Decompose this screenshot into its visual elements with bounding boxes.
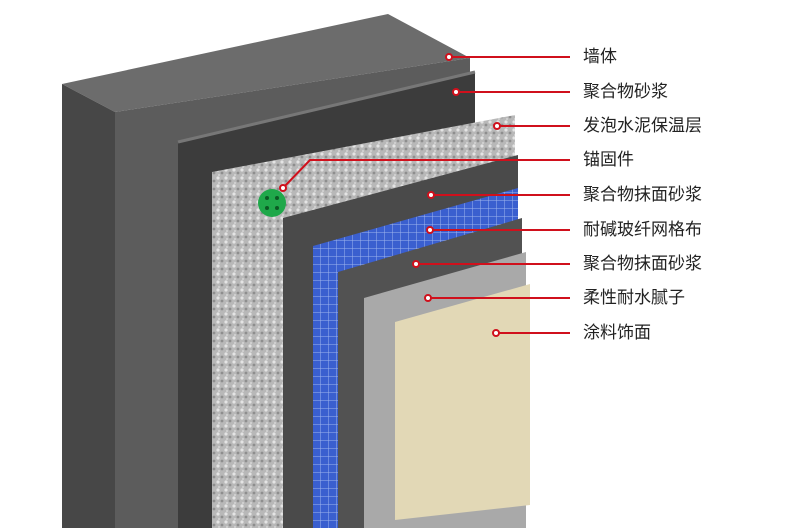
label-plaster-mortar-2: 聚合物抹面砂浆	[583, 254, 702, 274]
label-foam-insulation: 发泡水泥保温层	[583, 116, 702, 136]
anchor-icon	[258, 189, 286, 217]
label-fiberglass-mesh: 耐碱玻纤网格布	[583, 220, 702, 240]
leader-lines	[282, 56, 570, 334]
paint-finish-layer	[395, 284, 530, 520]
leader-dots	[279, 53, 501, 337]
label-putty: 柔性耐水腻子	[583, 288, 685, 308]
label-plaster-mortar: 聚合物抹面砂浆	[583, 185, 702, 205]
label-anchor: 锚固件	[583, 150, 634, 170]
label-polymer-mortar: 聚合物砂浆	[583, 82, 668, 102]
label-wall: 墙体	[583, 47, 617, 67]
label-paint-finish: 涂料饰面	[583, 323, 651, 343]
